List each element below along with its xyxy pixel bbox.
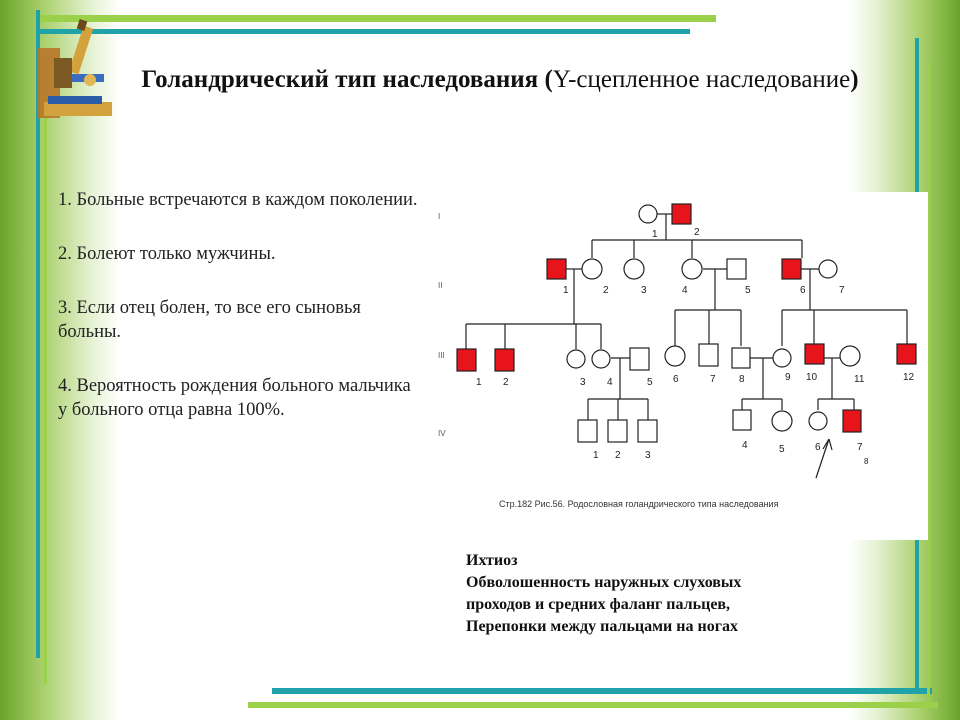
gen4-male-3 xyxy=(637,419,658,443)
right-vstripe-2 xyxy=(927,62,930,702)
symptoms-notes: Ихтиоз Обволошенность наружных слуховых … xyxy=(466,550,906,638)
gen3-female-6 xyxy=(664,345,686,367)
gen3-male-5 xyxy=(629,347,650,371)
gen3-female-11 xyxy=(839,345,861,367)
gen2-male-1-affected xyxy=(546,258,567,280)
label-g4-8: 8 xyxy=(864,457,869,466)
gen3-male-2-affected xyxy=(494,348,515,372)
note-line-2: Обволошенность наружных слуховых xyxy=(466,574,742,591)
label-g3-5: 5 xyxy=(647,377,653,388)
gen3-male-10-affected xyxy=(804,343,825,365)
label-g2-4: 4 xyxy=(682,285,688,296)
gen3-female-9 xyxy=(772,348,792,368)
gen3-male-7 xyxy=(698,343,719,367)
microscope-icon xyxy=(38,19,112,118)
gen4-male-1 xyxy=(577,419,598,443)
gen3-male-12-affected xyxy=(896,343,917,365)
pedigree-lines xyxy=(465,213,908,479)
gen4-male-7-affected xyxy=(842,409,862,433)
gen-label-1: I xyxy=(438,212,440,221)
label-g3-11: 11 xyxy=(854,374,865,385)
gen1-female-1 xyxy=(638,204,658,224)
label-g2-3: 3 xyxy=(641,285,647,296)
label-g3-10: 10 xyxy=(806,372,818,383)
pedigree-chart: I II III IV 1 2 1 2 3 4 5 6 7 1 2 3 4 5 … xyxy=(438,203,917,509)
gen3-male-1-affected xyxy=(456,348,477,372)
label-g3-3: 3 xyxy=(580,377,586,388)
slide-title: Голандрический тип наследования (Y-сцепл… xyxy=(130,62,870,98)
gen-label-4: IV xyxy=(438,429,446,438)
label-g3-4: 4 xyxy=(607,377,613,388)
gen4-female-5 xyxy=(771,410,793,432)
individual-numbers: 1 2 1 2 3 4 5 6 7 1 2 3 4 5 6 7 8 9 10 1… xyxy=(476,227,915,466)
label-g1-2: 2 xyxy=(694,227,700,238)
criteria-list: 1. Больные встречаются в каждом поколени… xyxy=(58,188,423,452)
pedigree-figure: I II III IV 1 2 1 2 3 4 5 6 7 1 2 3 4 5 … xyxy=(430,192,928,540)
top-stripe-teal xyxy=(40,29,690,34)
left-vstripe-1 xyxy=(36,10,40,658)
label-g4-6: 6 xyxy=(815,442,821,453)
label-g4-4: 4 xyxy=(742,440,748,451)
label-g3-12: 12 xyxy=(903,372,915,383)
note-line-1: Ихтиоз xyxy=(466,552,518,569)
gen2-male-6-affected xyxy=(781,258,802,280)
bottom-stripe-green xyxy=(248,702,938,708)
label-g4-2: 2 xyxy=(615,450,621,461)
label-g2-6: 6 xyxy=(800,285,806,296)
gen-label-3: III xyxy=(438,351,445,360)
title-normal: Y-сцепленное наследование xyxy=(552,66,851,93)
pedigree-caption: Стр.182 Рис.56. Родословная голандрическ… xyxy=(499,499,779,509)
label-g3-2: 2 xyxy=(503,377,509,388)
title-bold: Голандрический тип наследования ( xyxy=(141,66,553,93)
gen1-male-2-affected xyxy=(671,203,692,225)
label-g3-8: 8 xyxy=(739,374,745,385)
label-g1-1: 1 xyxy=(652,229,658,240)
gen2-female-3 xyxy=(623,258,645,280)
gen3-male-8 xyxy=(731,347,751,369)
criterion-1: 1. Больные встречаются в каждом поколени… xyxy=(58,190,418,210)
label-g2-2: 2 xyxy=(603,285,609,296)
label-g2-5: 5 xyxy=(745,285,751,296)
title-close: ) xyxy=(850,66,859,93)
criterion-4: 4. Вероятность рождения больного мальчик… xyxy=(58,376,411,420)
label-g4-7: 7 xyxy=(857,442,863,453)
criterion-3: 3. Если отец болен, то все его сыновья б… xyxy=(58,298,361,342)
gen-label-2: II xyxy=(438,281,442,290)
left-gradient-band xyxy=(0,0,120,720)
gen3-female-3 xyxy=(566,349,586,369)
gen4-male-4 xyxy=(732,409,752,431)
label-g2-7: 7 xyxy=(839,285,845,296)
gen2-male-5 xyxy=(726,258,747,280)
bottom-stripe-teal xyxy=(272,688,932,694)
note-line-4: Перепонки между пальцами на ногах xyxy=(466,618,738,635)
note-line-3: проходов и средних фаланг пальцев, xyxy=(466,596,731,613)
label-g4-1: 1 xyxy=(593,450,599,461)
gen4-male-2 xyxy=(607,419,628,443)
label-g2-1: 1 xyxy=(563,285,569,296)
gen2-female-7 xyxy=(818,259,838,279)
gen2-female-2 xyxy=(581,258,603,280)
left-vstripe-2 xyxy=(44,60,47,684)
top-stripe-green xyxy=(40,15,716,22)
label-g3-7: 7 xyxy=(710,374,716,385)
label-g3-1: 1 xyxy=(476,377,482,388)
label-g3-6: 6 xyxy=(673,374,679,385)
generation-labels: I II III IV xyxy=(438,212,446,438)
pedigree-individuals xyxy=(456,203,917,443)
gen4-female-6 xyxy=(808,411,828,431)
gen3-female-4 xyxy=(591,349,611,369)
criterion-2: 2. Болеют только мужчины. xyxy=(58,244,276,264)
label-g3-9: 9 xyxy=(785,372,791,383)
label-g4-3: 3 xyxy=(645,450,651,461)
gen2-female-4 xyxy=(681,258,703,280)
label-g4-5: 5 xyxy=(779,444,785,455)
